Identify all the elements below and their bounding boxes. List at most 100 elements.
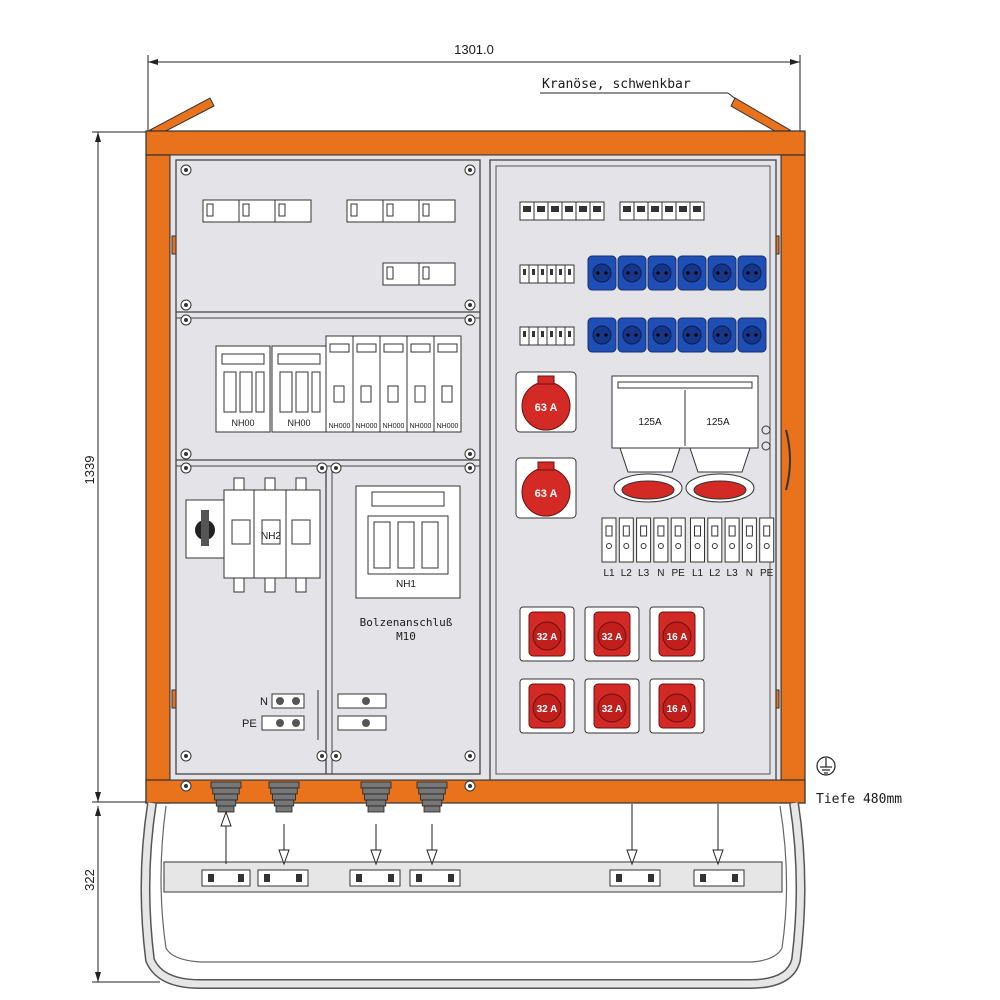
nh1-fuse-base: NH1 bbox=[355, 485, 461, 599]
terminal-block bbox=[690, 517, 705, 563]
terminal-block bbox=[670, 517, 686, 563]
breaker-switch bbox=[559, 269, 562, 275]
bolt-size-note: M10 bbox=[396, 630, 416, 643]
terminal-hole bbox=[729, 543, 736, 549]
rail-clamp bbox=[609, 869, 661, 887]
nh000-cap bbox=[383, 343, 404, 353]
clamp-bolt bbox=[416, 874, 422, 882]
cee-socket-face bbox=[532, 621, 562, 651]
breaker-switch bbox=[559, 331, 562, 337]
cee-63a-latch bbox=[537, 375, 555, 385]
schuko-face bbox=[652, 325, 672, 345]
terminal-hole bbox=[746, 543, 753, 549]
depth-note: Tiefe 480mm bbox=[816, 792, 902, 807]
schuko-pin bbox=[724, 333, 728, 337]
terminal-block bbox=[741, 517, 757, 563]
schuko-pin bbox=[626, 333, 630, 337]
breaker-switch bbox=[565, 206, 573, 212]
cable-gland-ring bbox=[210, 781, 242, 789]
breaker-toggle bbox=[206, 203, 214, 217]
screw-center bbox=[184, 303, 188, 307]
breaker-toggle bbox=[422, 266, 430, 280]
cee-socket-label: 32 A bbox=[602, 704, 623, 715]
width-dimension: 1301.0 bbox=[147, 42, 801, 132]
schuko-face bbox=[742, 325, 762, 345]
nh000-cap bbox=[410, 343, 431, 353]
schuko-pin bbox=[604, 333, 608, 337]
cee-socket-face bbox=[597, 621, 627, 651]
cee-socket-label: 32 A bbox=[602, 632, 623, 643]
bolt-connection-note: Bolzenanschluß bbox=[360, 616, 453, 629]
schuko-pin bbox=[656, 271, 660, 275]
cable-out-arrow bbox=[712, 849, 724, 866]
cee-socket-face bbox=[662, 621, 692, 651]
nh000-label: NH000 bbox=[329, 423, 351, 430]
screw-center bbox=[184, 784, 188, 788]
breaker-switch bbox=[579, 206, 587, 212]
clamp-bolt bbox=[732, 874, 738, 882]
cable-in-arrow bbox=[220, 810, 232, 827]
terminal-screw bbox=[674, 525, 682, 537]
nh000-label: NH000 bbox=[356, 423, 378, 430]
width-label: 1301.0 bbox=[454, 42, 494, 57]
screw-center bbox=[320, 754, 324, 758]
schuko-pin bbox=[626, 271, 630, 275]
schuko-face bbox=[682, 325, 702, 345]
terminal-screw bbox=[763, 525, 771, 537]
schuko-face bbox=[592, 325, 612, 345]
terminal-label: N bbox=[746, 568, 753, 579]
terminal-label: L2 bbox=[621, 568, 633, 579]
screw-center bbox=[468, 784, 472, 788]
schuko-pin bbox=[686, 333, 690, 337]
cable-out-arrow bbox=[278, 849, 290, 866]
cable-out-arrow bbox=[426, 849, 438, 866]
terminal-hole bbox=[623, 543, 630, 549]
schuko-pin bbox=[754, 271, 758, 275]
cee-63a-sockets: 63 A63 A bbox=[515, 371, 577, 519]
clamp-bolt bbox=[648, 874, 654, 882]
screw-center bbox=[320, 466, 324, 470]
cable-gland-ring bbox=[275, 805, 293, 813]
schuko-pin bbox=[746, 271, 750, 275]
nh2-switch-disconnector: NH2 bbox=[185, 477, 321, 593]
nh00-fuse-holder-2: NH00 bbox=[271, 345, 327, 433]
screw-center bbox=[468, 452, 472, 456]
cable-gland-ring bbox=[420, 793, 444, 801]
panel-screws bbox=[180, 164, 476, 792]
schuko-pin bbox=[596, 271, 600, 275]
schuko-pin bbox=[664, 271, 668, 275]
terminal-block bbox=[601, 517, 617, 563]
height-label: 1339 bbox=[82, 456, 97, 485]
nh1-label: NH1 bbox=[396, 579, 416, 590]
nh00-fuse-holder-1: NH00 bbox=[215, 345, 271, 433]
terminal-screw bbox=[657, 525, 665, 537]
schuko-pin bbox=[596, 333, 600, 337]
crane-eye-right bbox=[730, 97, 792, 135]
cable-gland-ring bbox=[360, 781, 392, 789]
nh000-label: NH000 bbox=[410, 423, 432, 430]
schuko-face bbox=[592, 263, 612, 283]
cable-gland-ring bbox=[416, 781, 448, 789]
breaker-rows bbox=[519, 201, 705, 346]
nh000-label: NH000 bbox=[437, 423, 459, 430]
screw-center bbox=[468, 754, 472, 758]
schuko-pin bbox=[604, 271, 608, 275]
terminal-block bbox=[707, 517, 723, 563]
terminal-hole bbox=[640, 543, 647, 549]
schuko-face bbox=[622, 325, 642, 345]
schuko-face bbox=[682, 263, 702, 283]
pe-label: PE bbox=[242, 718, 257, 730]
breaker-toggle bbox=[278, 203, 286, 217]
frame-height-dimension: 322 bbox=[82, 806, 160, 983]
terminal-screw bbox=[711, 525, 719, 537]
nh00-label-1: NH00 bbox=[231, 418, 254, 428]
breaker-switch bbox=[537, 206, 545, 212]
terminal-label: PE bbox=[760, 568, 774, 579]
rail-clamp bbox=[409, 869, 461, 887]
terminal-label: L3 bbox=[727, 568, 739, 579]
terminal-hole bbox=[657, 543, 664, 549]
cable-gland-ring bbox=[212, 787, 240, 795]
breaker-switch bbox=[541, 269, 544, 275]
